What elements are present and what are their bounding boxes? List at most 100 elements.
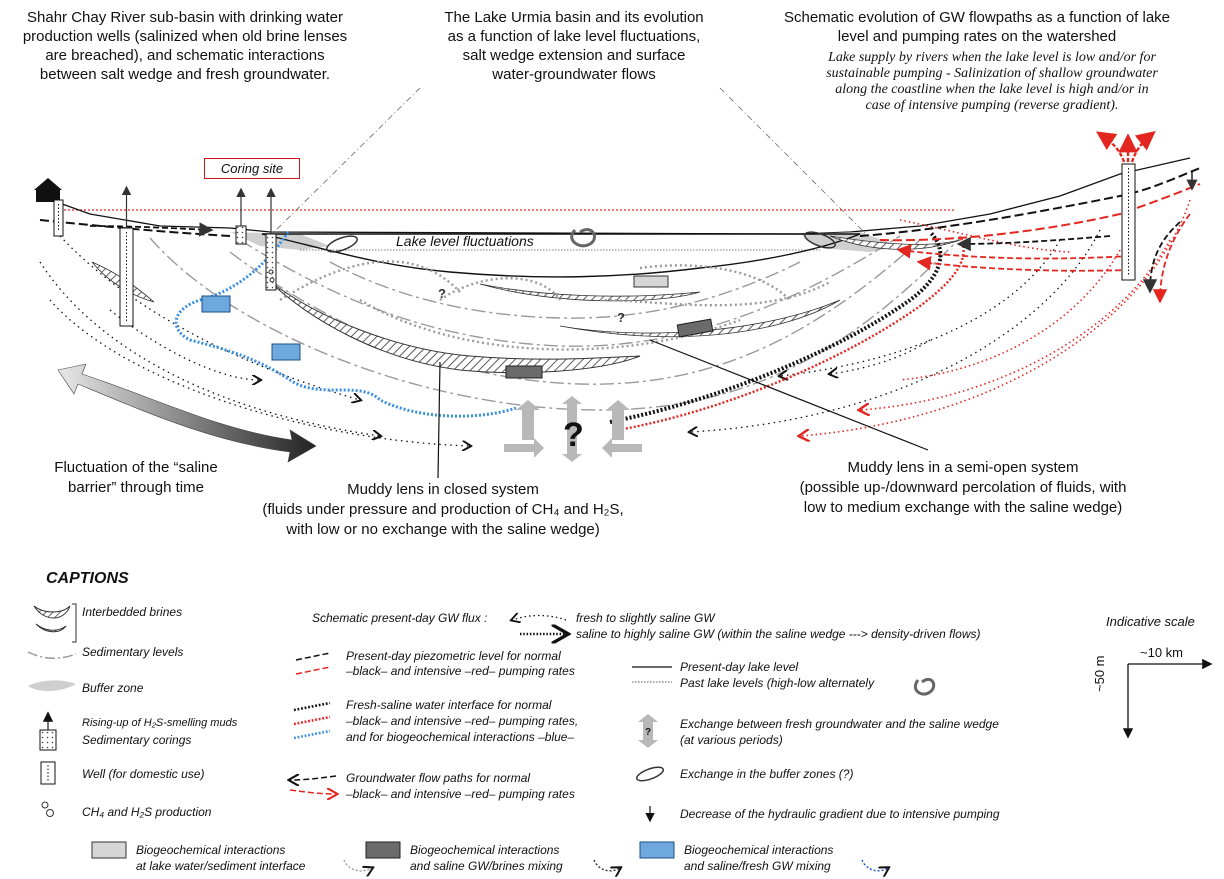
bio-box-dark-2 bbox=[505, 365, 543, 379]
callout-line: (possible up-/downward percolation of fl… bbox=[799, 479, 1127, 496]
legend-bio-light-swirl bbox=[343, 859, 372, 871]
coring-left bbox=[235, 187, 247, 245]
legend-present-lake: Present-day lake level bbox=[680, 660, 799, 674]
legend-brace bbox=[72, 603, 77, 643]
center-title-line: salt wedge extension and surface bbox=[462, 47, 686, 64]
bio-box-blue-1 bbox=[201, 295, 231, 313]
legend-bio2-line1: Biogeochemical interactions bbox=[410, 843, 560, 857]
ground-surface bbox=[39, 157, 1191, 235]
gw-flowpath-arrows bbox=[89, 213, 1191, 304]
center-title-line: water-groundwater flows bbox=[492, 66, 656, 83]
legend-exchange-2: (at various periods) bbox=[680, 733, 783, 747]
pointer-semi bbox=[649, 339, 929, 451]
pointer-closed bbox=[437, 361, 441, 479]
lake-level-label: Lake level fluctuations bbox=[396, 233, 534, 249]
center-title-line: The Lake Urmia basin and its evolution bbox=[444, 9, 704, 26]
legend-buffer-zone: Buffer zone bbox=[82, 681, 144, 695]
well-right bbox=[1121, 163, 1136, 281]
legend-saline-gw: saline to highly saline GW (within the s… bbox=[576, 627, 981, 641]
bio-box-dark-1 bbox=[676, 318, 714, 338]
right-note-line: Lake supply by rivers when the lake leve… bbox=[828, 50, 1156, 65]
callout-line: with low or no exchange with the saline … bbox=[286, 521, 600, 538]
left-title-line: production wells (salinized when old bri… bbox=[22, 28, 348, 45]
legend-bio2-line2: and saline GW/brines mixing bbox=[410, 859, 563, 873]
legend-fluctuation-swirl bbox=[913, 677, 936, 696]
brine-lens-main bbox=[267, 279, 641, 374]
guide-line-left bbox=[267, 87, 421, 239]
right-note-line: along the coastline when the lake level … bbox=[835, 82, 1149, 97]
legend-piezo-red bbox=[295, 666, 331, 675]
center-title-line: as a function of lake level fluctuations… bbox=[447, 28, 701, 45]
legend-interface-black bbox=[293, 701, 331, 712]
closed-lens-callout: Muddy lens in closed system (fluids unde… bbox=[244, 480, 642, 540]
buffer-exchange-left bbox=[326, 235, 358, 253]
legend-interface-3: and for biogeochemical interactions –blu… bbox=[346, 730, 575, 744]
cross-section-diagram: ? ? ? Lake level fluctuations bbox=[34, 87, 1201, 479]
legend-gradient: Decrease of the hydraulic gradient due t… bbox=[680, 807, 1000, 821]
legend-gas-bubble bbox=[46, 809, 54, 817]
legend-bio3-line2: and saline/fresh GW mixing bbox=[684, 859, 831, 873]
saline-barrier-arrow bbox=[57, 363, 317, 463]
right-title-line: Schematic evolution of GW flowpaths as a… bbox=[783, 9, 1171, 26]
question-mark-big: ? bbox=[563, 416, 584, 454]
saline-flow-red bbox=[800, 199, 1191, 436]
lake-fluctuation-swirl bbox=[570, 228, 596, 248]
callout-line: Muddy lens in closed system bbox=[347, 481, 539, 498]
legend-bio1-line2: at lake water/sediment interface bbox=[136, 859, 306, 873]
well-mid bbox=[119, 185, 134, 327]
left-title-line: Shahr Chay River sub-basin with drinking… bbox=[27, 9, 343, 26]
center-title: The Lake Urmia basin and its evolution a… bbox=[418, 8, 730, 84]
left-title-line: are breached), and schematic interaction… bbox=[45, 47, 325, 64]
legend-piezo-1: Present-day piezometric level for normal bbox=[346, 649, 561, 663]
inner-flow-paths bbox=[279, 260, 831, 351]
legend-buffer-exchange-icon bbox=[635, 766, 665, 782]
legend-bio-dark-swirl bbox=[593, 859, 620, 871]
question-mark: ? bbox=[438, 286, 446, 301]
legend-piezo-black bbox=[295, 652, 331, 661]
coring-site-label: Coring site bbox=[204, 158, 300, 179]
legend-exchange-1: Exchange between fresh groundwater and t… bbox=[680, 717, 999, 731]
legend-symbols: ? bbox=[27, 603, 1213, 879]
brine-lens-mid bbox=[559, 299, 841, 337]
legend-bio-blue-swirl bbox=[861, 859, 888, 871]
saline-interface-red bbox=[617, 235, 965, 432]
legend-bio1-line1: Biogeochemical interactions bbox=[136, 843, 286, 857]
coring-right bbox=[265, 187, 277, 291]
legend-sedimentary-levels: Sedimentary levels bbox=[82, 645, 184, 659]
guide-line-right bbox=[719, 87, 871, 239]
legend-gas-bubble bbox=[41, 801, 49, 809]
sedimentary-levels bbox=[149, 235, 961, 411]
left-title: Shahr Chay River sub-basin with drinking… bbox=[10, 8, 360, 84]
pumping-red-arrows bbox=[1096, 131, 1156, 163]
legend-flowpath-red bbox=[289, 790, 336, 794]
callout-line: low to medium exchange with the saline w… bbox=[803, 499, 1123, 516]
legend-fresh-gw: fresh to slightly saline GW bbox=[576, 611, 715, 625]
legend-buffer-symbol bbox=[28, 680, 76, 692]
saline-interface-black bbox=[609, 230, 943, 424]
scale-title: Indicative scale bbox=[1106, 614, 1195, 629]
legend-interface-blue bbox=[293, 729, 331, 740]
left-title-line: between salt wedge and fresh groundwater… bbox=[39, 66, 331, 83]
house-icon bbox=[34, 178, 62, 202]
legend-bio-light-box bbox=[91, 841, 127, 859]
callout-line: Fluctuation of the “saline bbox=[54, 459, 218, 476]
legend-rising-up: Rising-up of H₂S-smelling muds bbox=[82, 717, 238, 729]
semi-open-lens-callout: Muddy lens in a semi-open system (possib… bbox=[768, 458, 1158, 518]
right-title-line: level and pumping rates on the watershed bbox=[837, 28, 1117, 45]
callout-line: (fluids under pressure and production of… bbox=[262, 501, 624, 518]
legend-ch4-h2s: CH₄ and H₂S production bbox=[82, 805, 212, 819]
right-note-line: case of intensive pumping (reverse gradi… bbox=[865, 98, 1119, 113]
legend-interface-1: Fresh-saline water interface for normal bbox=[346, 698, 552, 712]
legend-gw-flux-label: Schematic present-day GW flux : bbox=[312, 611, 488, 625]
legend-flowpaths-2: –black– and intensive –red– pumping rate… bbox=[346, 787, 575, 801]
legend-sediment-symbol bbox=[27, 651, 77, 659]
legend-interbedded-brines: Interbedded brines bbox=[82, 605, 183, 619]
legend-sedimentary-corings: Sedimentary corings bbox=[82, 733, 192, 747]
right-title: Schematic evolution of GW flowpaths as a… bbox=[746, 8, 1208, 46]
callout-line: Muddy lens in a semi-open system bbox=[847, 459, 1079, 476]
legend-interface-2: –black– and intensive –red– pumping rate… bbox=[346, 714, 579, 728]
fresh-gw-flow-right bbox=[690, 229, 1101, 432]
legend-well: Well (for domestic use) bbox=[82, 767, 205, 781]
well-left bbox=[53, 199, 64, 237]
legend-brine-symbol bbox=[33, 605, 71, 619]
